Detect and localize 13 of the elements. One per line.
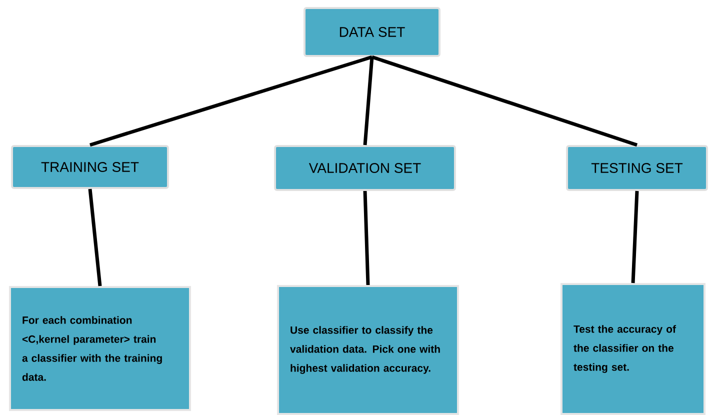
step-box: Use classifier to classify the validation data. Pick one with highest validation accuracy. bbox=[277, 285, 459, 415]
set-box: VALIDATION SET bbox=[274, 145, 456, 191]
set-box: TRAINING SET bbox=[11, 145, 169, 189]
step-box: For each combination <C,kernel parameter> train a classifier with the training data. bbox=[9, 286, 191, 411]
connector-line bbox=[89, 55, 373, 147]
connector-line bbox=[363, 56, 374, 146]
step-box: Test the accuracy of the classifier on the testing set. bbox=[560, 283, 706, 415]
connector-line bbox=[363, 190, 370, 286]
connector-line bbox=[88, 188, 102, 286]
set-box: TESTING SET bbox=[566, 145, 708, 191]
connector-line bbox=[631, 190, 639, 284]
set-box: DATA SET bbox=[304, 7, 440, 57]
connector-line bbox=[371, 55, 638, 147]
